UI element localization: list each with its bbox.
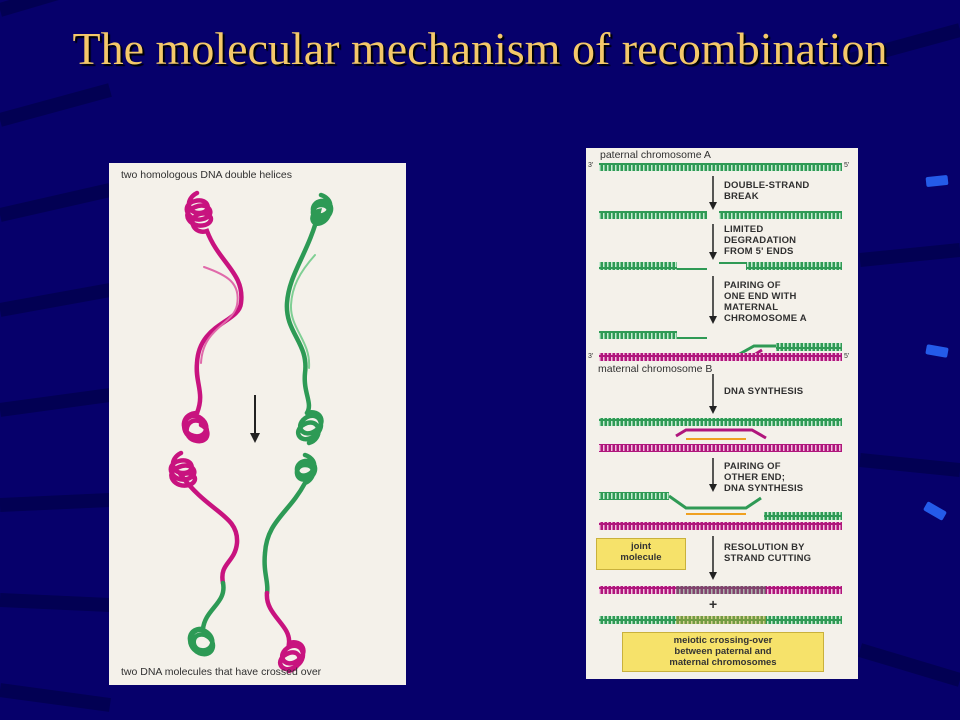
paternal-duplex-broken-left [599, 211, 707, 219]
slide-title: The molecular mechanism of recombination [72, 23, 888, 74]
step-label-5: PAIRING OF OTHER END; DNA SYNTHESIS [724, 461, 804, 494]
step-label-2: LIMITED DEGRADATION FROM 5' ENDS [724, 224, 797, 257]
step-label-6: RESOLUTION BY STRAND CUTTING [724, 542, 812, 564]
maternal-duplex [599, 353, 842, 361]
step-label-3: PAIRING OF ONE END WITH MATERNAL CHROMOS… [724, 280, 807, 324]
end-label-5-top: 5' [844, 162, 850, 169]
end-label-3-maternal: 3' [588, 353, 594, 360]
maternal-chromosome-label: maternal chromosome B [598, 363, 713, 375]
magenta-helix-bottom-after [264, 590, 306, 674]
magenta-helix-top-after [168, 450, 240, 586]
magenta-helix-top-before [184, 190, 244, 416]
step-label-1: DOUBLE-STRAND BREAK [724, 180, 810, 202]
helices-drawing [168, 190, 334, 674]
bottom-caption: two DNA molecules that have crossed over [121, 666, 322, 678]
paternal-duplex-intact [599, 163, 842, 171]
top-caption: two homologous DNA double helices [121, 169, 293, 181]
end-label-3-top: 3' [588, 162, 594, 169]
paternal-duplex-broken-right [719, 211, 842, 219]
homologous-helices-figure: two homologous DNA double helices two DN… [109, 163, 406, 685]
recombinant-duplex-1 [599, 586, 842, 594]
magenta-helix-bottom-before [181, 410, 210, 444]
plus-sign: + [709, 596, 718, 612]
end-label-5-maternal: 5' [844, 353, 850, 360]
green-helix-top-before [284, 192, 334, 416]
green-helix-bottom-after [187, 580, 226, 657]
result-label: meiotic crossing-over between paternal a… [622, 632, 824, 672]
step-label-4: DNA SYNTHESIS [724, 386, 804, 397]
paternal-chromosome-label: paternal chromosome A [600, 149, 711, 161]
green-helix-bottom-before [295, 410, 324, 446]
recombination-steps-figure: paternal chromosome A 3' 5' 3' 5' matern… [586, 148, 858, 679]
steps-drawing [599, 163, 842, 624]
green-helix-top-after [262, 452, 318, 596]
recombinant-duplex-2 [599, 616, 842, 624]
joint-molecule-label: joint molecule [596, 538, 686, 570]
